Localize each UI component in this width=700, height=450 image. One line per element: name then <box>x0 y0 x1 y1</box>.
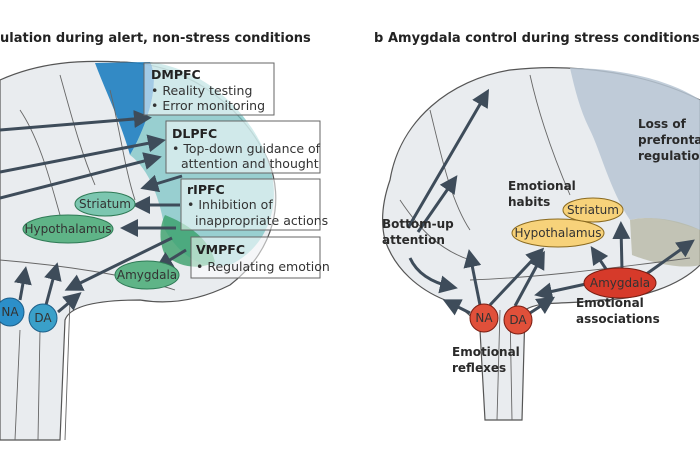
node-label: DA <box>34 311 52 325</box>
panel-a: ulation during alert, non-stress conditi… <box>0 31 330 441</box>
hypothalamus-node-b: Hypothalamus <box>511 218 605 248</box>
annotation-text: Bottom-up <box>382 217 454 231</box>
dmpfc-box: DMPFC • Reality testing • Error monitori… <box>143 62 275 116</box>
vmpfc-box: VMPFC • Regulating emotion <box>190 236 330 279</box>
panel-b-label: b <box>374 31 383 46</box>
annotation-text: associations <box>576 312 660 326</box>
annotation-loss: Loss of prefrontal regulation <box>638 117 700 163</box>
node-label: Striatum <box>79 197 131 211</box>
panel-a-title: ulation during alert, non-stress conditi… <box>0 31 311 46</box>
box-heading: VMPFC <box>196 242 245 257</box>
na-node-b: NA <box>469 303 499 333</box>
panel-b-title: Amygdala control during stress condition… <box>388 31 700 46</box>
annotation-text: habits <box>508 195 550 209</box>
annotation-habits: Emotional habits <box>508 179 576 209</box>
arrow <box>513 250 545 307</box>
annotation-text: prefrontal <box>638 133 700 147</box>
arrow <box>64 236 173 291</box>
arrow <box>406 88 490 229</box>
hypothalamus-node-a: Hypothalamus <box>22 214 114 244</box>
box-heading: DLPFC <box>172 126 217 141</box>
annotation-text: regulation <box>638 149 700 163</box>
arrow <box>408 257 458 294</box>
arrow <box>44 262 62 306</box>
box-text: attention and thought <box>181 156 319 171</box>
da-node-b: DA <box>503 305 533 335</box>
arrow <box>0 134 166 174</box>
node-label: DA <box>509 313 527 327</box>
node-label: Amygdala <box>590 276 650 290</box>
node-label: NA <box>475 311 493 325</box>
arrow <box>14 266 32 301</box>
annotation-text: Loss of <box>638 117 687 131</box>
box-text: • Inhibition of <box>187 197 273 212</box>
annotation-text: attention <box>382 233 445 247</box>
rlpfc-box: rIPFC • Inhibition of inappropriate acti… <box>180 178 328 231</box>
arrow <box>463 249 482 306</box>
arrow <box>529 296 556 315</box>
da-node-a: DA <box>28 303 58 333</box>
node-label: Striatum <box>567 203 619 217</box>
arrow <box>416 175 458 233</box>
prefrontal-region <box>570 68 700 230</box>
arrow <box>442 299 471 316</box>
arrow <box>644 239 695 277</box>
na-node-a: NA <box>0 297 25 327</box>
annotation-text: Emotional <box>452 345 520 359</box>
annotation-reflexes: Emotional reflexes <box>452 345 520 375</box>
arrow <box>0 152 162 200</box>
annotation-bottom-up: Bottom-up attention <box>382 217 454 247</box>
dmpfc-region <box>95 62 154 155</box>
box-text: • Error monitoring <box>151 98 265 113</box>
node-label: Hypothalamus <box>515 226 602 240</box>
node-label: Amygdala <box>117 268 177 282</box>
panel-b: b Amygdala control during stress conditi… <box>374 31 700 421</box>
box-heading: rIPFC <box>187 182 225 197</box>
box-text: inappropriate actions <box>195 213 328 228</box>
arrow <box>57 292 82 314</box>
arrow <box>0 110 152 132</box>
arrow <box>612 221 631 271</box>
box-text: • Reality testing <box>151 83 252 98</box>
box-text: • Top-down guidance of <box>172 141 321 156</box>
node-label: Hypothalamus <box>25 222 112 236</box>
box-text: • Regulating emotion <box>196 259 330 274</box>
brain-sulci-b <box>399 74 691 421</box>
striatum-node-a: Striatum <box>74 191 136 217</box>
annotation-associations: Emotional associations <box>576 296 660 326</box>
striatum-node-b: Striatum <box>562 197 624 223</box>
node-label: NA <box>1 305 19 319</box>
annotation-text: reflexes <box>452 361 506 375</box>
annotation-text: Emotional <box>576 296 644 310</box>
arrow <box>534 282 587 301</box>
arrow <box>140 174 183 193</box>
annotation-text: Emotional <box>508 179 576 193</box>
amygdala-node-b: Amygdala <box>583 267 657 299</box>
amygdala-node-a: Amygdala <box>114 260 180 290</box>
dlpfc-box: DLPFC • Top-down guidance of attention a… <box>165 120 321 174</box>
arrow <box>590 246 610 273</box>
box-heading: DMPFC <box>151 67 201 82</box>
